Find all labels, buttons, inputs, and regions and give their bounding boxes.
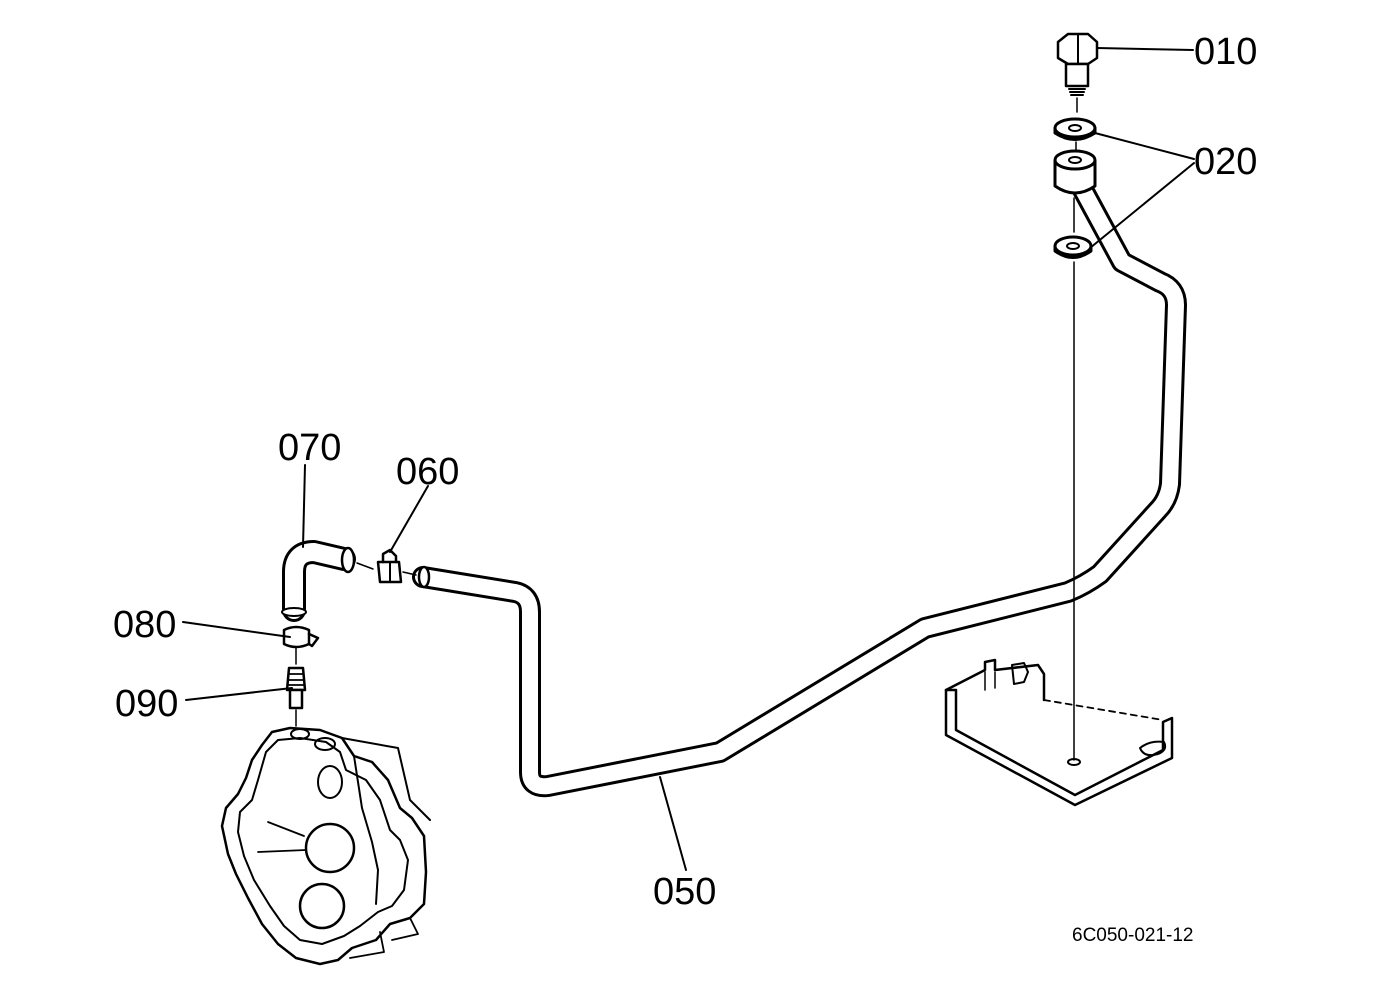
clamp-060 — [376, 548, 403, 584]
label-020: 020 — [1194, 141, 1257, 183]
mounting-bracket — [944, 658, 1174, 807]
nipple-090 — [285, 666, 307, 710]
drawing-code: 6C050-021-12 — [1072, 925, 1193, 946]
label-050: 050 — [653, 871, 716, 913]
bolt-010 — [1056, 32, 1099, 96]
washer-020-lower — [1053, 235, 1093, 259]
elbow-hose-070 — [281, 540, 356, 622]
label-070: 070 — [278, 427, 341, 469]
label-090: 090 — [115, 683, 178, 725]
label-010: 010 — [1194, 31, 1257, 73]
leader-lines — [182, 47, 1195, 871]
clamp-080 — [282, 625, 320, 649]
transmission-housing — [220, 726, 431, 966]
pipe-050 — [412, 177, 1187, 798]
label-060: 060 — [396, 451, 459, 493]
eye-fitting — [1053, 149, 1097, 195]
washer-020-upper — [1053, 117, 1097, 141]
label-080: 080 — [113, 604, 176, 646]
